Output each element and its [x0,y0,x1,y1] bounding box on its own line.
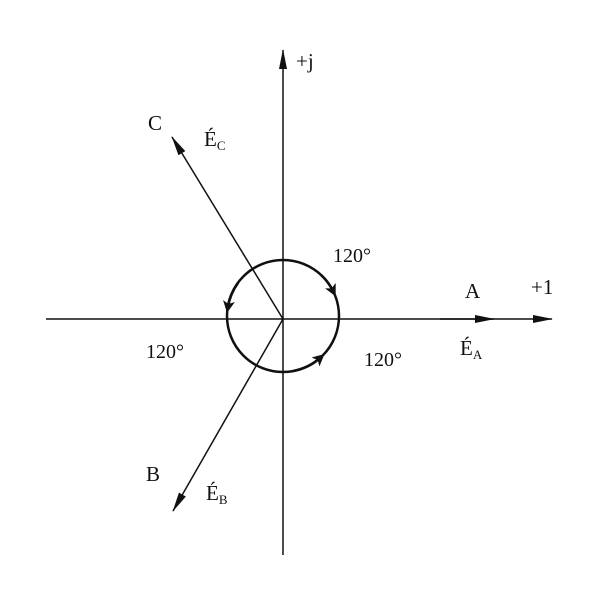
rotation-circle [225,258,341,374]
phasor-c-emf-label: ÉC [204,127,226,153]
angle-label-lower-right: 120° [364,349,402,371]
phasor-a-emf-label: ÉA [460,336,483,362]
phasor-b-arrow [172,318,284,512]
rotation-arrow-left [223,282,240,313]
phasor-c-arrow [171,136,284,320]
imaginary-axis-label: +j [296,49,314,73]
phasor-b-point-label: B [146,462,160,486]
phasor-a-emf-symbol: É [460,336,473,360]
phasor-a-point-label: A [465,279,481,303]
phasor-c-emf-subscript: C [217,138,226,153]
angle-label-left: 120° [146,341,184,363]
phasor-b-emf-subscript: B [219,492,228,507]
real-axis-label: +1 [531,275,553,299]
rotation-arrow-lower-right [292,354,325,373]
phasor-c-emf-symbol: É [204,127,217,151]
phasor-b-emf-label: ÉB [206,481,228,507]
phasor-b-emf-symbol: É [206,481,219,505]
phasor-a-emf-subscript: A [473,347,483,362]
phasor-c-point-label: C [148,111,162,135]
rotation-arrow-upper-right [320,274,336,297]
angle-label-upper: 120° [333,245,371,267]
